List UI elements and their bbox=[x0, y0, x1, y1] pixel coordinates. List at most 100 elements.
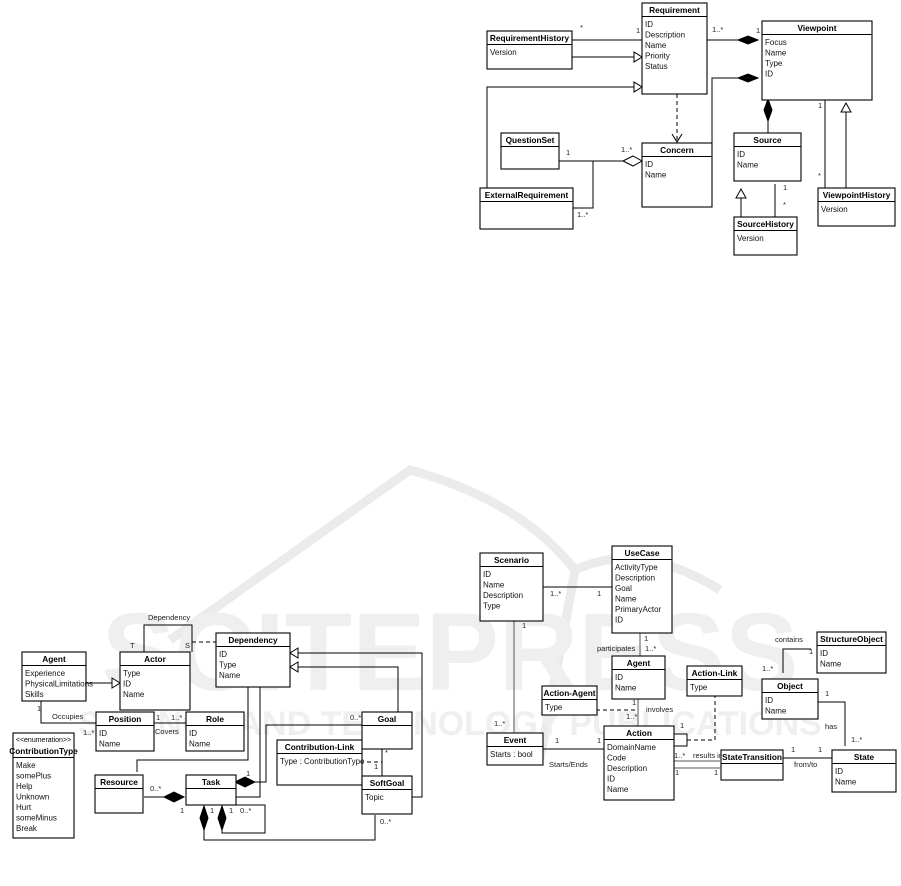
class-name: Scenario bbox=[494, 555, 529, 565]
role-label: S bbox=[185, 641, 190, 650]
class-attribute: Code bbox=[607, 754, 627, 763]
class-box bbox=[720, 749, 784, 781]
multiplicity-label: 1 bbox=[675, 768, 679, 777]
dependency-arrow-icon bbox=[671, 133, 683, 143]
class-attribute: Type bbox=[123, 669, 141, 678]
association-label: involves bbox=[646, 705, 673, 714]
class-name: StructureObject bbox=[820, 634, 883, 644]
association-label: Covers bbox=[155, 727, 179, 736]
multiplicity-label: 1..* bbox=[645, 644, 656, 653]
multiplicity-label: 0..* bbox=[380, 817, 391, 826]
edge-object-state bbox=[818, 701, 846, 746]
class-attribute: ID bbox=[615, 616, 623, 625]
istar-edges bbox=[40, 624, 423, 841]
composition-diamond-icon bbox=[736, 73, 760, 83]
association-label: has bbox=[825, 722, 837, 731]
class-attribute: Name bbox=[483, 581, 505, 590]
multiplicity-label: 1 bbox=[156, 713, 160, 722]
multiplicity-label: 1 bbox=[246, 769, 250, 778]
class-box bbox=[276, 739, 363, 786]
class-resource: Resource bbox=[94, 774, 144, 814]
class-box bbox=[479, 552, 544, 622]
association-label: from/to bbox=[794, 760, 817, 769]
multiplicity-label: 1..* bbox=[83, 728, 94, 737]
composition-diamond-icon bbox=[217, 804, 227, 832]
composition-diamond-icon bbox=[736, 35, 760, 45]
class-attribute: ID bbox=[645, 20, 653, 29]
class-attribute: ID bbox=[615, 673, 623, 682]
multiplicity-label: 1..* bbox=[621, 145, 632, 154]
class-name: ViewpointHistory bbox=[823, 190, 891, 200]
association-label: Occupies bbox=[52, 712, 84, 721]
class-goal: Goal bbox=[361, 711, 413, 750]
class-attribute: Name bbox=[645, 171, 667, 180]
class-question-set: QuestionSet bbox=[500, 132, 560, 170]
class-name: Requirement bbox=[649, 5, 700, 15]
class-box bbox=[541, 685, 598, 716]
multiplicity-label: * bbox=[783, 200, 786, 209]
generalization-arrow-icon bbox=[633, 51, 643, 63]
class-box bbox=[361, 711, 413, 750]
class-attribute: Unknown bbox=[16, 793, 49, 802]
class-name: SourceHistory bbox=[737, 219, 794, 229]
class-box bbox=[185, 711, 245, 752]
multiplicity-label: * bbox=[580, 23, 583, 32]
multiplicity-label: * bbox=[818, 171, 821, 180]
class-box bbox=[215, 632, 291, 688]
association-label: results in bbox=[693, 751, 723, 760]
multiplicity-label: 1..* bbox=[626, 712, 637, 721]
multiplicity-label: 1 bbox=[597, 589, 601, 598]
multiplicity-label: 1 bbox=[818, 101, 822, 110]
class-name: Viewpoint bbox=[797, 23, 836, 33]
requirements-edges bbox=[486, 35, 852, 217]
edge-goal-dep-gen bbox=[298, 666, 399, 712]
class-attribute: Name bbox=[820, 660, 842, 669]
class-name: Action-Agent bbox=[543, 688, 595, 698]
multiplicity-label: * bbox=[385, 748, 388, 757]
class-name: Goal bbox=[378, 714, 396, 724]
class-attribute: Make bbox=[16, 761, 36, 770]
class-name: Event bbox=[504, 735, 527, 745]
class-attribute: Topic bbox=[365, 793, 384, 802]
multiplicity-label: 0..* bbox=[240, 806, 251, 815]
class-name: ContributionType bbox=[9, 746, 78, 756]
requirements-labels: * 1 1..* 1 1..* 1 1..* 1 * 1 * bbox=[566, 23, 822, 219]
multiplicity-label: 1..* bbox=[550, 589, 561, 598]
class-name: StateTransition bbox=[722, 752, 782, 762]
class-attribute: ID bbox=[219, 650, 227, 659]
class-name: UseCase bbox=[624, 548, 659, 558]
edge-extreq-req-gen bbox=[486, 86, 634, 188]
class-attribute: Priority bbox=[645, 52, 670, 61]
class-attribute: ID bbox=[645, 160, 653, 169]
multiplicity-label: 1 bbox=[522, 621, 526, 630]
class-attribute: Name bbox=[737, 161, 759, 170]
class-attribute: ID bbox=[607, 775, 615, 784]
scenario-edges bbox=[513, 586, 846, 769]
class-box bbox=[816, 631, 887, 674]
class-attribute: Focus bbox=[765, 38, 787, 47]
multiplicity-label: 1..* bbox=[762, 664, 773, 673]
class-attribute: Name bbox=[99, 740, 121, 749]
class-attribute: ID bbox=[737, 150, 745, 159]
class-stereotype: <<enumeration>> bbox=[16, 737, 71, 744]
class-name: Source bbox=[753, 135, 782, 145]
class-name: Agent bbox=[627, 658, 651, 668]
class-box bbox=[817, 187, 896, 227]
class-box bbox=[12, 732, 75, 839]
generalization-arrow-icon bbox=[633, 81, 643, 93]
class-name: Agent bbox=[42, 654, 66, 664]
class-attribute: Description bbox=[645, 31, 685, 40]
class-box bbox=[641, 2, 708, 95]
class-attribute: ID bbox=[765, 696, 773, 705]
